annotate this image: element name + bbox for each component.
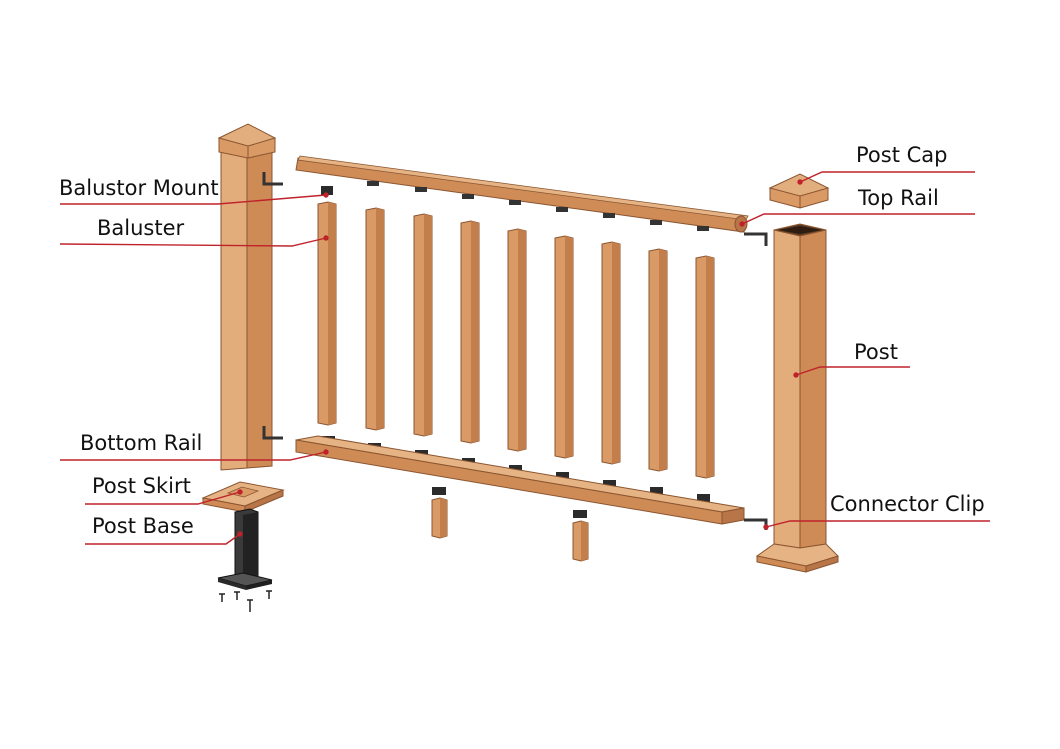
leader-post-cap [797, 171, 975, 185]
bottom-rail [295, 435, 745, 525]
post-base-screws [219, 590, 272, 612]
left-post [220, 145, 273, 471]
balusters [317, 186, 715, 479]
left-connector-clip-top [262, 172, 283, 186]
baluster [317, 186, 337, 426]
left-connector-clip-bottom [262, 426, 283, 440]
right-connector-clip-bottom [744, 518, 768, 530]
baluster [648, 248, 668, 472]
label-top-rail: Top Rail [858, 186, 939, 210]
label-connector-clip: Connector Clip [830, 492, 985, 516]
leader-connector-clip [763, 520, 990, 530]
post-base [217, 508, 273, 590]
support-block [431, 487, 448, 539]
top-rail-mounts [367, 181, 709, 231]
label-post-cap: Post Cap [856, 143, 948, 167]
baluster [554, 235, 574, 459]
baluster [365, 207, 385, 431]
baluster [507, 228, 527, 452]
label-bottom-rail: Bottom Rail [80, 431, 203, 455]
top-rail [295, 155, 749, 233]
leader-bottom-rail [60, 449, 329, 461]
right-post-skirt [755, 543, 839, 573]
right-post [773, 223, 827, 549]
leader-balustor-mount [60, 192, 329, 205]
right-connector-clip-top [744, 232, 768, 246]
label-post-skirt: Post Skirt [92, 474, 191, 498]
label-post-base: Post Base [92, 514, 194, 538]
leader-post-base [85, 531, 243, 545]
left-post-cap [217, 123, 277, 159]
support-block [572, 510, 589, 562]
leader-top-rail [739, 213, 975, 227]
baluster [695, 255, 715, 479]
leader-post [793, 366, 910, 378]
right-post-cap [768, 173, 830, 209]
label-post: Post [854, 340, 898, 364]
baluster [601, 241, 621, 465]
baluster [413, 213, 433, 437]
leader-baluster [59, 235, 329, 247]
label-balustor-mount: Balustor Mount [59, 176, 219, 200]
left-post-skirt [201, 481, 285, 513]
leader-lines [59, 171, 990, 545]
leader-post-skirt [85, 489, 243, 505]
label-baluster: Baluster [97, 216, 185, 240]
baluster [460, 220, 480, 444]
